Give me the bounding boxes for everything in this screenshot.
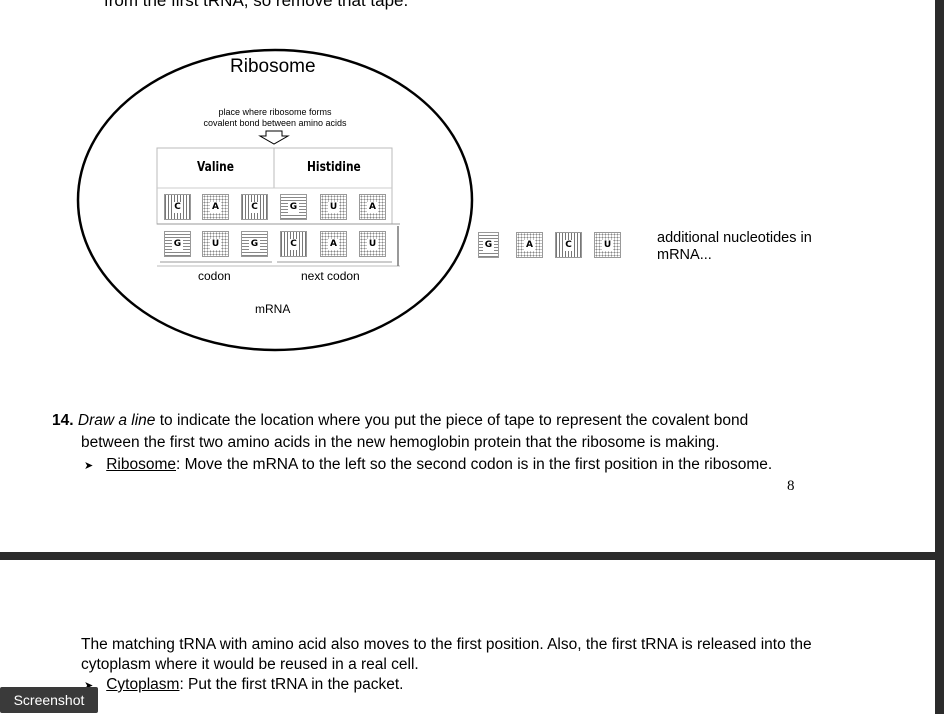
amino-acid-histidine: Histidine bbox=[307, 160, 361, 175]
mrna-extra-nucleotide-1: G bbox=[478, 232, 499, 258]
trna2-nucleotide-3: A bbox=[359, 194, 386, 220]
page-number: 8 bbox=[787, 478, 795, 494]
cut-off-text: from the first tRNA, so remove that tape… bbox=[104, 0, 409, 10]
page-gap bbox=[0, 552, 944, 560]
mrna-extra-nucleotide-2: A bbox=[516, 232, 543, 258]
additional-nucleotides-label: additional nucleotides in mRNA... bbox=[657, 230, 812, 264]
ribosome-bullet-rest: : Move the mRNA to the left so the secon… bbox=[176, 456, 773, 473]
cytoplasm-bullet: ➤ Cytoplasm: Put the first tRNA in the pa… bbox=[84, 674, 403, 698]
next-codon-label: next codon bbox=[301, 269, 360, 283]
arrow-bullet-icon: ➤ bbox=[84, 460, 94, 472]
question-line1-rest: to indicate the location where you put t… bbox=[155, 412, 749, 429]
question-14-line1: 14. Draw a line to indicate the location… bbox=[52, 410, 748, 432]
bond-note-line1: place where ribosome forms bbox=[218, 107, 332, 117]
ribosome-title: Ribosome bbox=[230, 56, 316, 77]
mrna-nucleotide-5: A bbox=[320, 231, 347, 257]
next-page-line2: cytoplasm where it would be reused in a … bbox=[81, 656, 419, 673]
ribosome-ellipse bbox=[76, 48, 474, 352]
question-number: 14. bbox=[52, 412, 74, 429]
viewer-edge bbox=[935, 0, 944, 714]
cytoplasm-bullet-rest: : Put the first tRNA in the packet. bbox=[179, 676, 404, 693]
arrow-bullet-icon: ➤ bbox=[84, 680, 94, 692]
mrna-nucleotide-1: G bbox=[164, 231, 191, 257]
amino-acid-valine: Valine bbox=[197, 160, 234, 175]
trna1-nucleotide-3: C bbox=[241, 194, 268, 220]
document-page: from the first tRNA, so remove that tape… bbox=[52, 0, 812, 494]
trna2-nucleotide-1: G bbox=[280, 194, 307, 220]
mrna-extra-nucleotide-4: U bbox=[594, 232, 621, 258]
codon-label: codon bbox=[198, 269, 231, 283]
question-14-line2: between the first two amino acids in the… bbox=[81, 434, 720, 451]
mrna-nucleotide-2: U bbox=[202, 231, 229, 257]
screenshot-button[interactable]: Screenshot bbox=[0, 687, 98, 713]
ribosome-bullet: ➤ Ribosome: Move the mRNA to the left so … bbox=[84, 454, 772, 478]
additional-line-1: additional nucleotides in bbox=[657, 230, 812, 246]
additional-line-2: mRNA... bbox=[657, 247, 712, 263]
cytoplasm-link: Cytoplasm bbox=[106, 676, 180, 693]
mrna-nucleotide-6: U bbox=[359, 231, 386, 257]
down-arrow-icon bbox=[258, 130, 290, 145]
question-italic: Draw a line bbox=[77, 412, 156, 429]
mrna-extra-nucleotide-3: C bbox=[555, 232, 582, 258]
bond-note-line2: covalent bond between amino acids bbox=[203, 118, 347, 128]
mrna-label: mRNA bbox=[255, 302, 291, 316]
next-page-line1: The matching tRNA with amino acid also m… bbox=[81, 636, 812, 653]
bond-note: place where ribosome forms covalent bond… bbox=[190, 107, 360, 129]
ribosome-diagram-shapes bbox=[76, 48, 474, 352]
trna2-nucleotide-2: U bbox=[320, 194, 347, 220]
trna1-nucleotide-2: A bbox=[202, 194, 229, 220]
ribosome-link: Ribosome bbox=[106, 456, 176, 473]
trna1-nucleotide-1: C bbox=[164, 194, 191, 220]
mrna-nucleotide-4: C bbox=[280, 231, 307, 257]
next-page: The matching tRNA with amino acid also m… bbox=[0, 560, 935, 714]
mrna-nucleotide-3: G bbox=[241, 231, 268, 257]
